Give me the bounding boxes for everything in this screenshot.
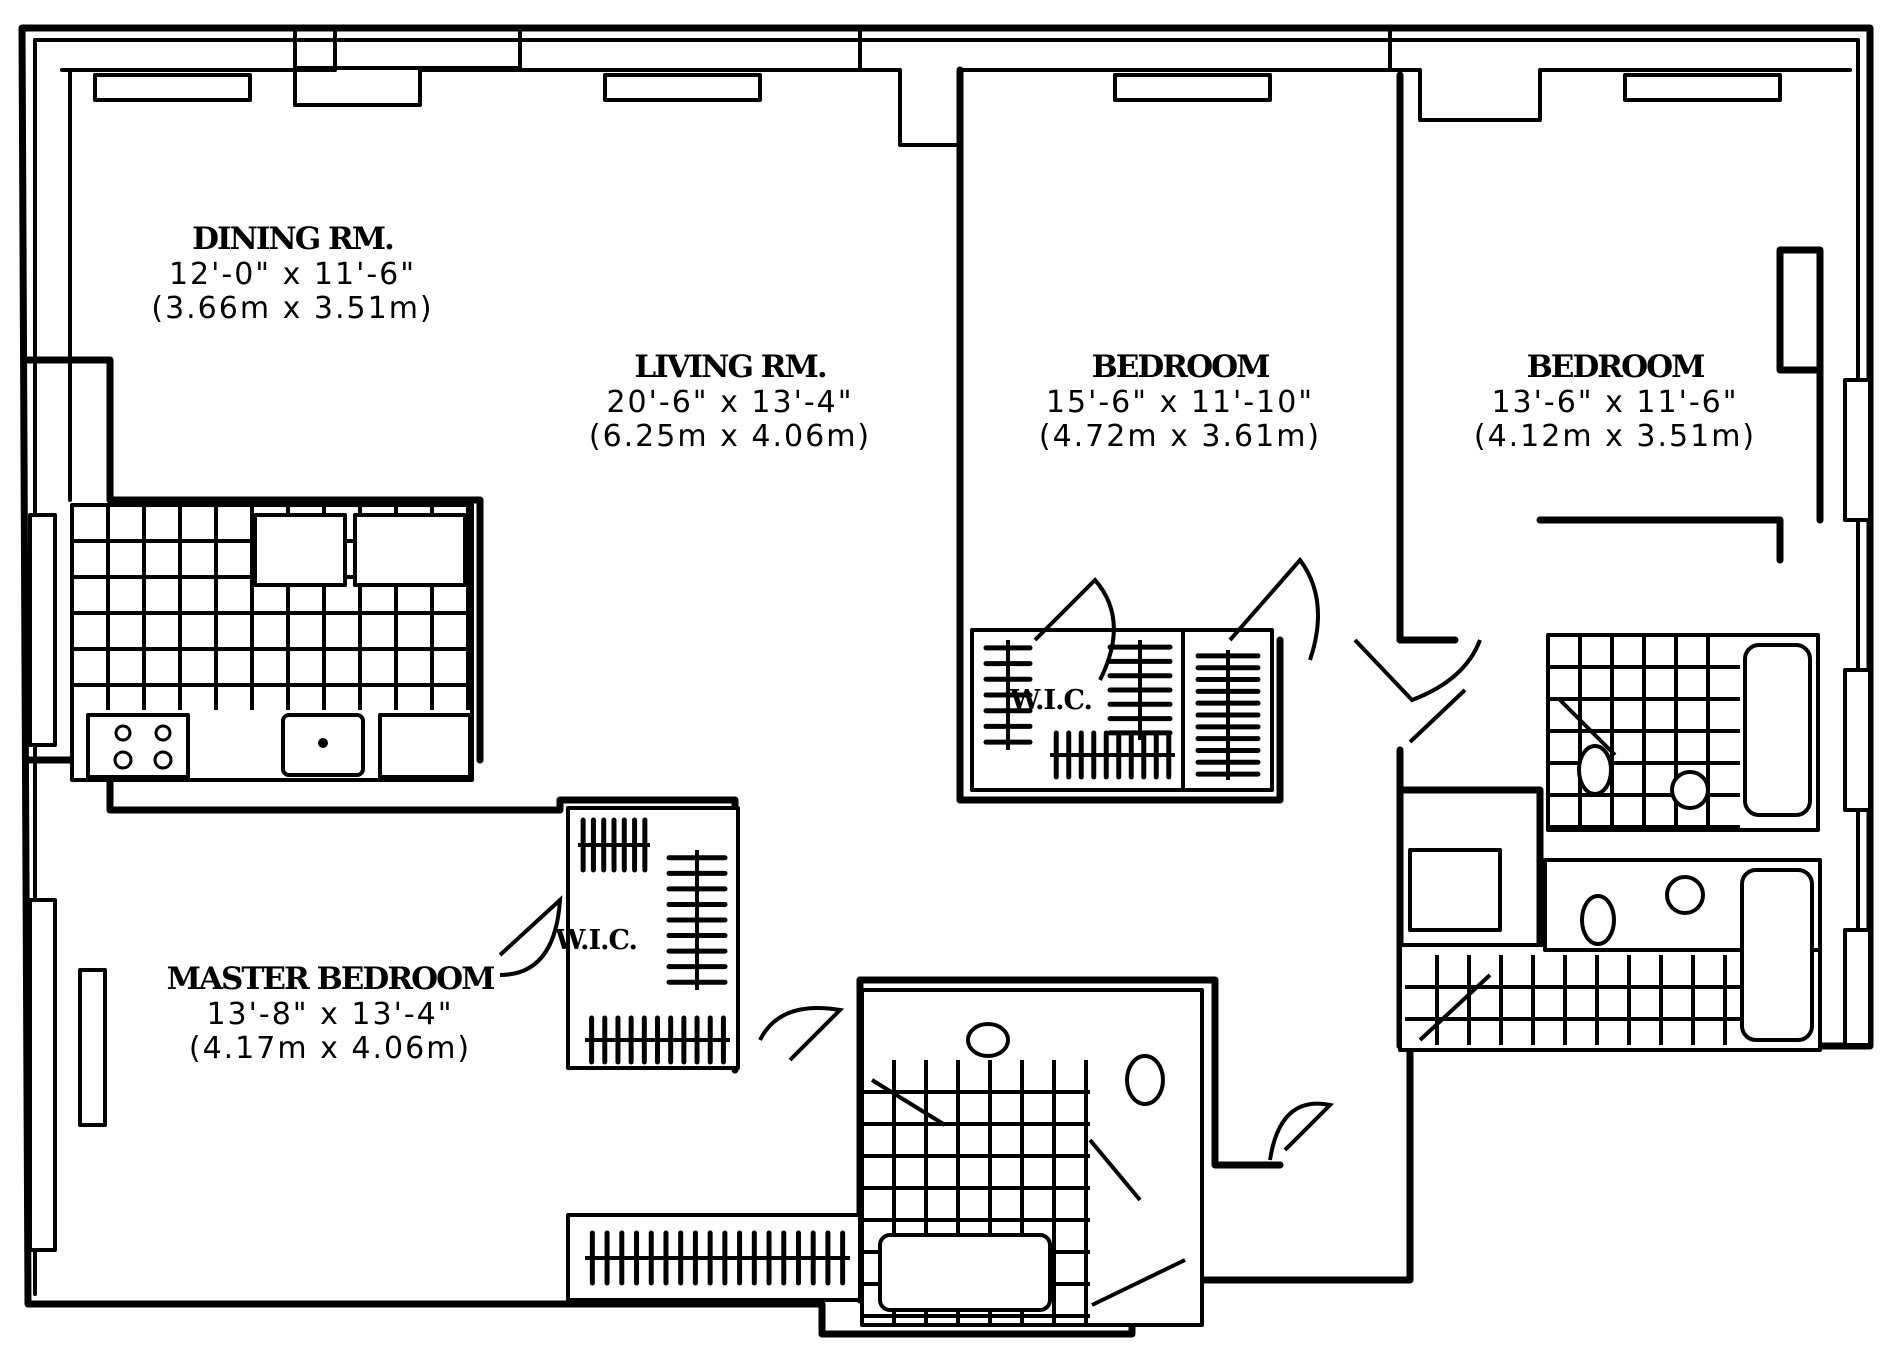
- room-name: MASTER BEDROOM: [166, 961, 496, 997]
- bathtub-icon: [878, 1233, 1052, 1312]
- window-bays: [60, 28, 1852, 502]
- room-label-living: LIVING RM. 20'-6" x 13'-4" (6.25m x 4.06…: [540, 349, 920, 455]
- doors: [498, 556, 1617, 1307]
- room-dimensions-metric: (3.66m x 3.51m): [151, 291, 434, 327]
- room-label-bedroom-2: BEDROOM 15'-6" x 11'-10" (4.72m x 3.61m): [995, 349, 1365, 455]
- room-name: BEDROOM: [1526, 349, 1706, 385]
- bathtub-icon: [1743, 643, 1812, 817]
- room-label-master-bedroom: MASTER BEDROOM 13'-8" x 13'-4" (4.17m x …: [130, 961, 530, 1067]
- room-label-dining: DINING RM. 12'-0" x 11'-6" (3.66m x 3.51…: [100, 221, 485, 327]
- master-bath: [860, 988, 1204, 1327]
- room-dimensions-imperial: 13'-6" x 11'-6": [1491, 384, 1739, 420]
- room-dimensions-metric: (4.12m x 3.51m): [1473, 419, 1757, 455]
- side-windows: [28, 378, 1872, 1252]
- master-bottom-closet: [566, 1213, 862, 1302]
- toilet-icon: [1580, 894, 1616, 946]
- room-dimensions-metric: (6.25m x 4.06m): [588, 419, 872, 455]
- bedroom-closets: [970, 628, 1274, 792]
- stove-icon: [86, 713, 190, 779]
- sink-icon: [1670, 770, 1710, 810]
- toilet-icon: [1577, 744, 1613, 796]
- toilet-icon: [1125, 1054, 1165, 1106]
- room-label-bedroom-3: BEDROOM 13'-6" x 11'-6" (4.12m x 3.51m): [1435, 349, 1795, 455]
- closet-label-bedroom: W.I.C.: [1010, 685, 1093, 716]
- washer-dryer-icon: [1408, 848, 1502, 932]
- room-name: LIVING RM.: [634, 349, 827, 385]
- bathtub-icon: [1740, 868, 1814, 1042]
- room-dimensions-imperial: 13'-8" x 13'-4": [206, 996, 454, 1032]
- master-closet: [566, 806, 740, 1070]
- room-dimensions-imperial: 20'-6" x 13'-4": [606, 384, 854, 420]
- room-dimensions-imperial: 12'-0" x 11'-6": [168, 256, 417, 292]
- room-dimensions-imperial: 15'-6" x 11'-10": [1045, 384, 1315, 420]
- bath-3: [1398, 848, 1822, 1052]
- kitchen: [70, 503, 474, 782]
- sink-icon: [966, 1022, 1010, 1058]
- room-name: DINING RM.: [192, 221, 395, 257]
- room-dimensions-metric: (4.17m x 4.06m): [188, 1031, 472, 1067]
- sink-icon: [1665, 875, 1705, 915]
- closet-label-master: W.I.C.: [555, 925, 638, 956]
- room-name: BEDROOM: [1091, 349, 1271, 385]
- bath-2: [1546, 633, 1820, 832]
- room-dimensions-metric: (4.72m x 3.61m): [1038, 419, 1322, 455]
